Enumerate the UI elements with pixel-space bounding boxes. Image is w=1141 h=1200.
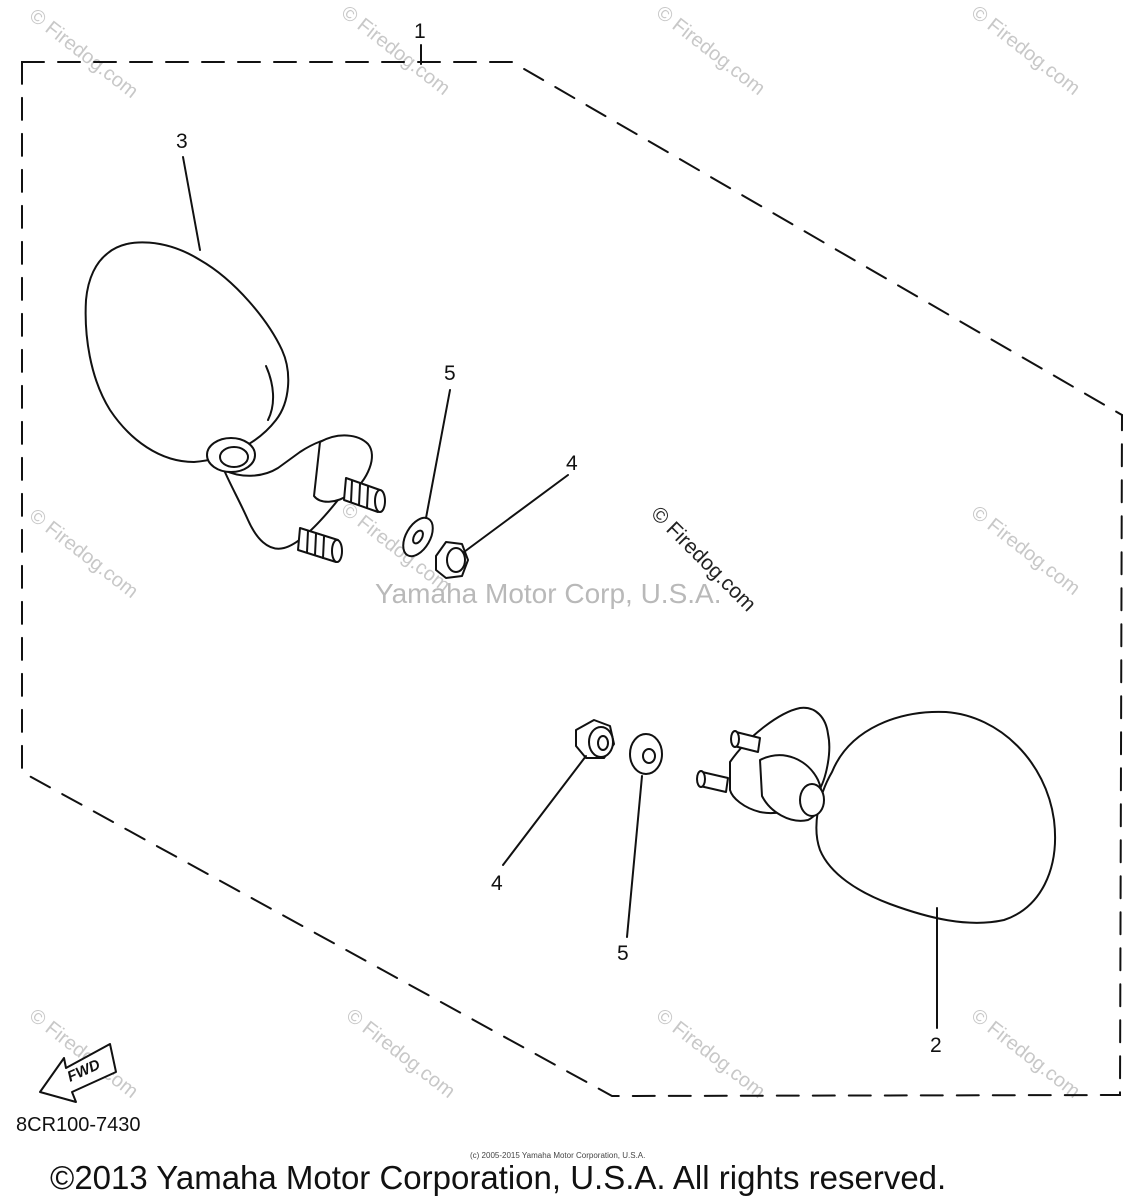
left-mirror-stud-lower (297, 527, 343, 563)
callout-5-left-label: 5 (444, 362, 456, 385)
assembly-boundary (21, 61, 1124, 1098)
callout-4-left-label: 4 (566, 452, 578, 475)
diagram-code: 8CR100-7430 (16, 1114, 141, 1136)
right-mirror-ball-joint (799, 783, 825, 817)
watermark-10: © Firedog.com (652, 1005, 769, 1103)
watermark-2: © Firedog.com (337, 2, 454, 100)
callout-2-label: 2 (930, 1034, 942, 1057)
footer-copyright: ©2013 Yamaha Motor Corporation, U.S.A. A… (50, 1159, 946, 1196)
watermark-4: © Firedog.com (967, 2, 1084, 100)
fwd-arrow: FWD (39, 1043, 117, 1103)
callout-4-left-leader (463, 474, 569, 553)
watermark-3: © Firedog.com (652, 2, 769, 100)
nut-left (435, 541, 469, 579)
watermark-11: © Firedog.com (967, 1005, 1084, 1103)
callout-5-right-label: 5 (617, 942, 629, 965)
left-mirror-edge (265, 365, 274, 421)
callout-3-leader (182, 156, 201, 251)
left-mirror-housing (84, 241, 290, 463)
watermark-5: © Firedog.com (25, 505, 142, 603)
small-copyright-notice: (c) 2005-2015 Yamaha Motor Corporation, … (470, 1151, 645, 1160)
callout-4-right-label: 4 (491, 872, 503, 895)
fwd-arrow-shape (39, 1043, 117, 1103)
left-mirror-stud-upper (343, 477, 386, 513)
washer-right (629, 733, 663, 775)
right-mirror (696, 706, 1056, 924)
callout-1-label: 1 (414, 20, 426, 43)
watermark-1: © Firedog.com (25, 5, 142, 103)
callout-5-right-leader (626, 775, 643, 938)
center-watermark: Yamaha Motor Corp, U.S.A. (375, 578, 722, 609)
watermark-9: © Firedog.com (342, 1005, 459, 1103)
left-mirror (84, 241, 386, 563)
left-mirror-ball-inner (219, 446, 249, 468)
nut-right (575, 719, 615, 759)
callout-3-label: 3 (176, 130, 188, 153)
callout-5-left-leader (425, 389, 451, 519)
right-mirror-housing (815, 710, 1056, 924)
washer-left (402, 516, 434, 558)
callout-4-right-leader (502, 755, 587, 866)
watermark-7: © Firedog.com (967, 502, 1084, 600)
right-mirror-stud-upper (730, 730, 761, 753)
right-mirror-stud-lower (696, 770, 729, 793)
